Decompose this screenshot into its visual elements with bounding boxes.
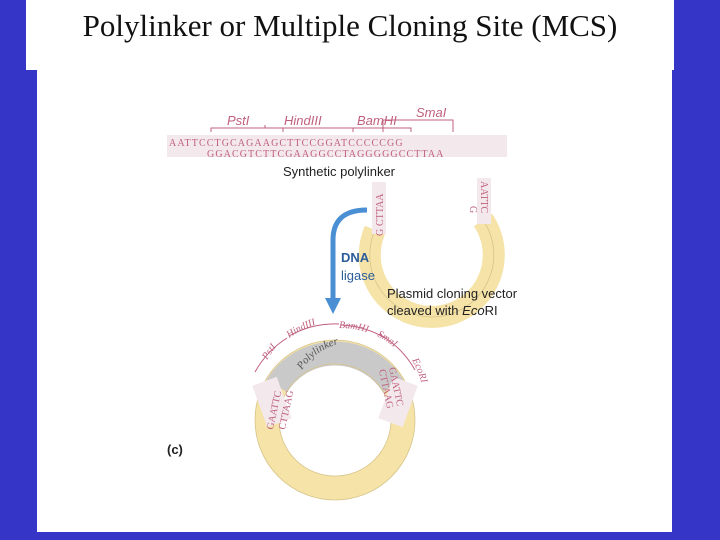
ligase-arrow-head [325,298,341,314]
ring-site-brackets [254,323,416,373]
enzyme-label-psti: PstI [227,113,250,128]
synthetic-polylinker-label: Synthetic polylinker [283,164,396,179]
vector-right-end [477,178,491,224]
vector-right-strand: AATTC [478,181,489,214]
polylinker-top-strand: AATTCCTGCAGAAGCTTCCGGATCCCCCGG [169,138,404,149]
polylinker-insert-arc [266,341,404,393]
ligase-label-dna: DNA [341,250,370,265]
polylinker-band [167,135,507,157]
ring-label-ecori: EcoRI [409,355,429,384]
vector-label-line2: cleaved with EcoRI [387,303,498,318]
enzyme-label-bamhi: BamHI [357,113,397,128]
vector-right-overhang: G [467,206,478,213]
figure-panel: PstI HindIII BamHI SmaI AATTCCTGCAGAAGCT… [37,70,672,532]
ring-label-hindiii: HindIII [284,317,318,341]
title-bar: Polylinker or Multiple Cloning Site (MCS… [26,0,674,70]
ligase-arrow-shaft [330,207,368,300]
vector-label-suffix: RI [485,303,498,318]
left-junction-block [252,376,292,428]
right-junction-block [378,376,418,428]
vector-label-line1: Plasmid cloning vector [387,286,518,301]
ring-label-hindiii-text: HindIII [284,317,318,341]
vector-label-italic: Eco [462,303,484,318]
polylinker-bottom-strand: GGACGTCTTCGAAGGCCTAGGGGGCCTTAA [207,149,445,160]
ring-outer-edge [254,339,416,501]
polylinker-diagram: PstI HindIII BamHI SmaI AATTCCTGCAGAAGCT… [167,105,518,501]
vector-left-end [372,182,386,234]
enzyme-label-hindiii: HindIII [284,113,322,128]
ring-label-bamhi: BamHI [339,320,371,335]
ring-label-ecori-text: EcoRI [409,355,429,384]
cleaved-plasmid-outline [369,219,495,318]
slide-title: Polylinker or Multiple Cloning Site (MCS… [82,8,618,43]
ligase-label-ligase: ligase [341,268,375,283]
enzyme-brackets [210,119,454,132]
enzyme-label-smai: SmaI [416,105,447,120]
ring-label-bamhi-text: BamHI [339,320,371,335]
vector-left-overhang: G [375,229,386,236]
panel-label: (c) [167,442,183,457]
vector-label-prefix: cleaved with [387,303,462,318]
vector-left-strand: CTTAA [375,193,386,226]
